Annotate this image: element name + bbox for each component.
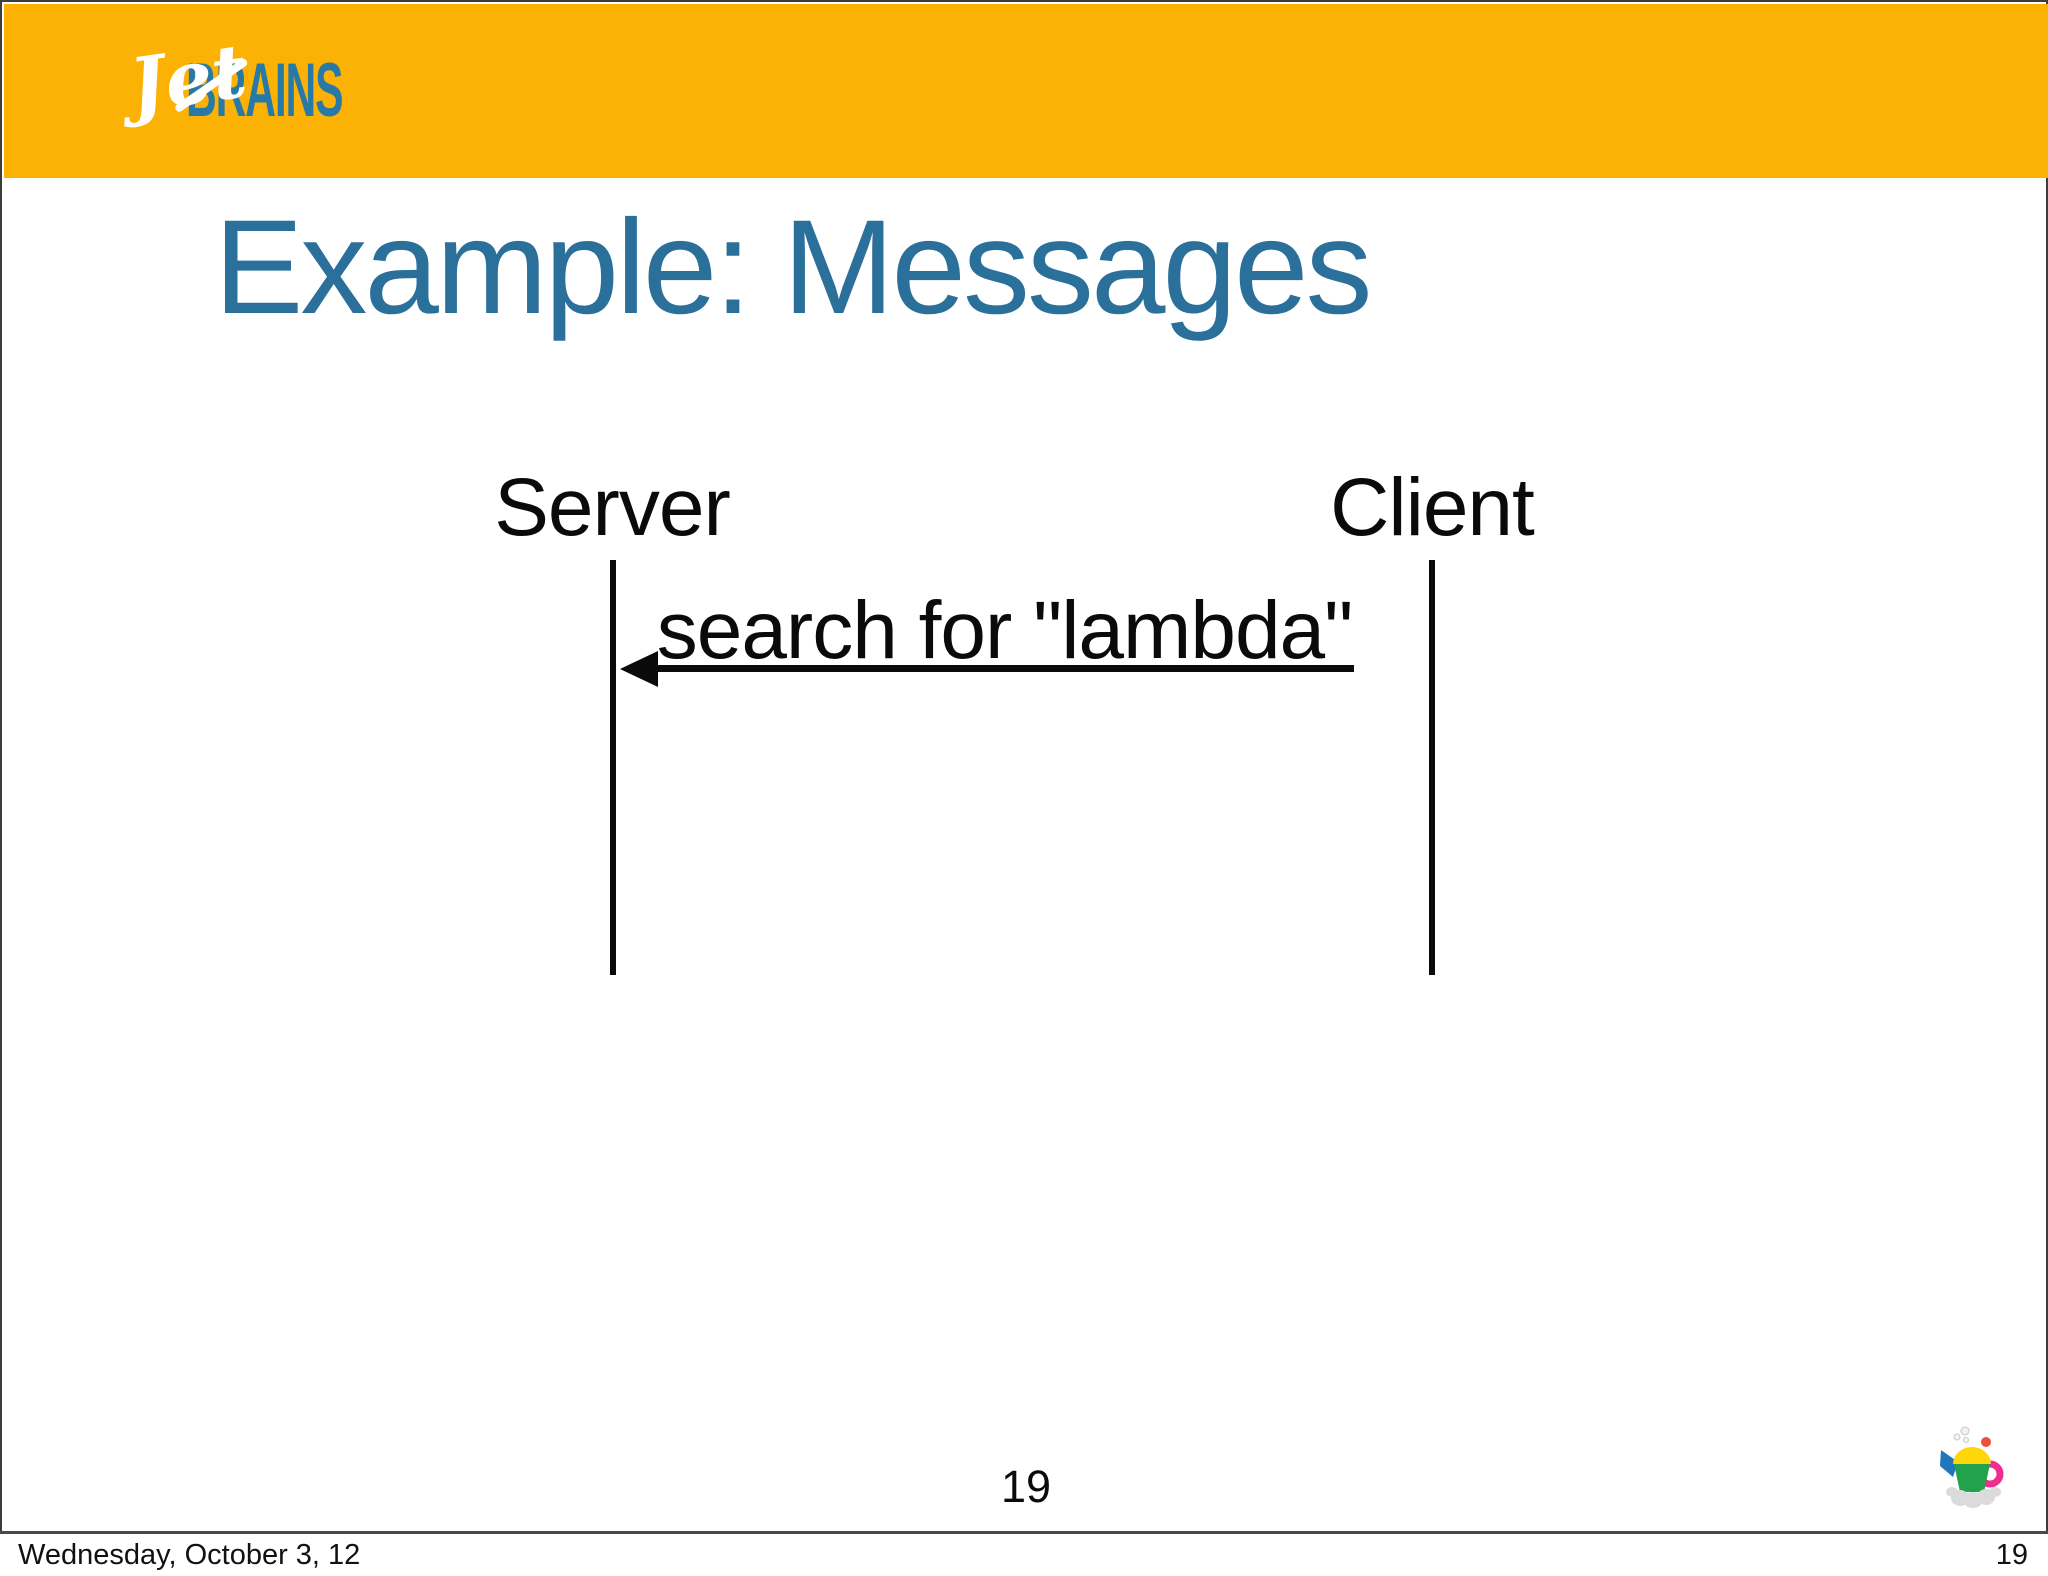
slide-footer-divider [0, 1531, 2048, 1534]
slide-title: Example: Messages [214, 193, 1373, 342]
lifeline-label-client: Client [1330, 462, 1535, 553]
jetbrains-logo-brains-text: BRAINS [186, 48, 344, 133]
footer-date: Wednesday, October 3, 12 [18, 1539, 361, 1571]
slide-page-number: 19 [1000, 1461, 1052, 1512]
teapot-icon [1940, 1422, 2004, 1510]
message-label: search for "lambda" [656, 585, 1354, 676]
footer-page-number: 19 [1995, 1539, 2028, 1571]
lifeline-client [1429, 560, 1435, 975]
message-arrow-line [654, 665, 1354, 672]
lifeline-label-server: Server [494, 462, 731, 553]
slide-canvas: BRAINS Jet Example: Messages Server Clie… [0, 0, 2048, 1531]
lifeline-server [610, 560, 616, 975]
jetbrains-logo-jet-text: Jet [124, 28, 252, 130]
message-arrowhead-left-icon [620, 651, 658, 687]
header-bar: BRAINS Jet [4, 4, 2048, 178]
jetbrains-logo: BRAINS Jet [125, 28, 430, 160]
